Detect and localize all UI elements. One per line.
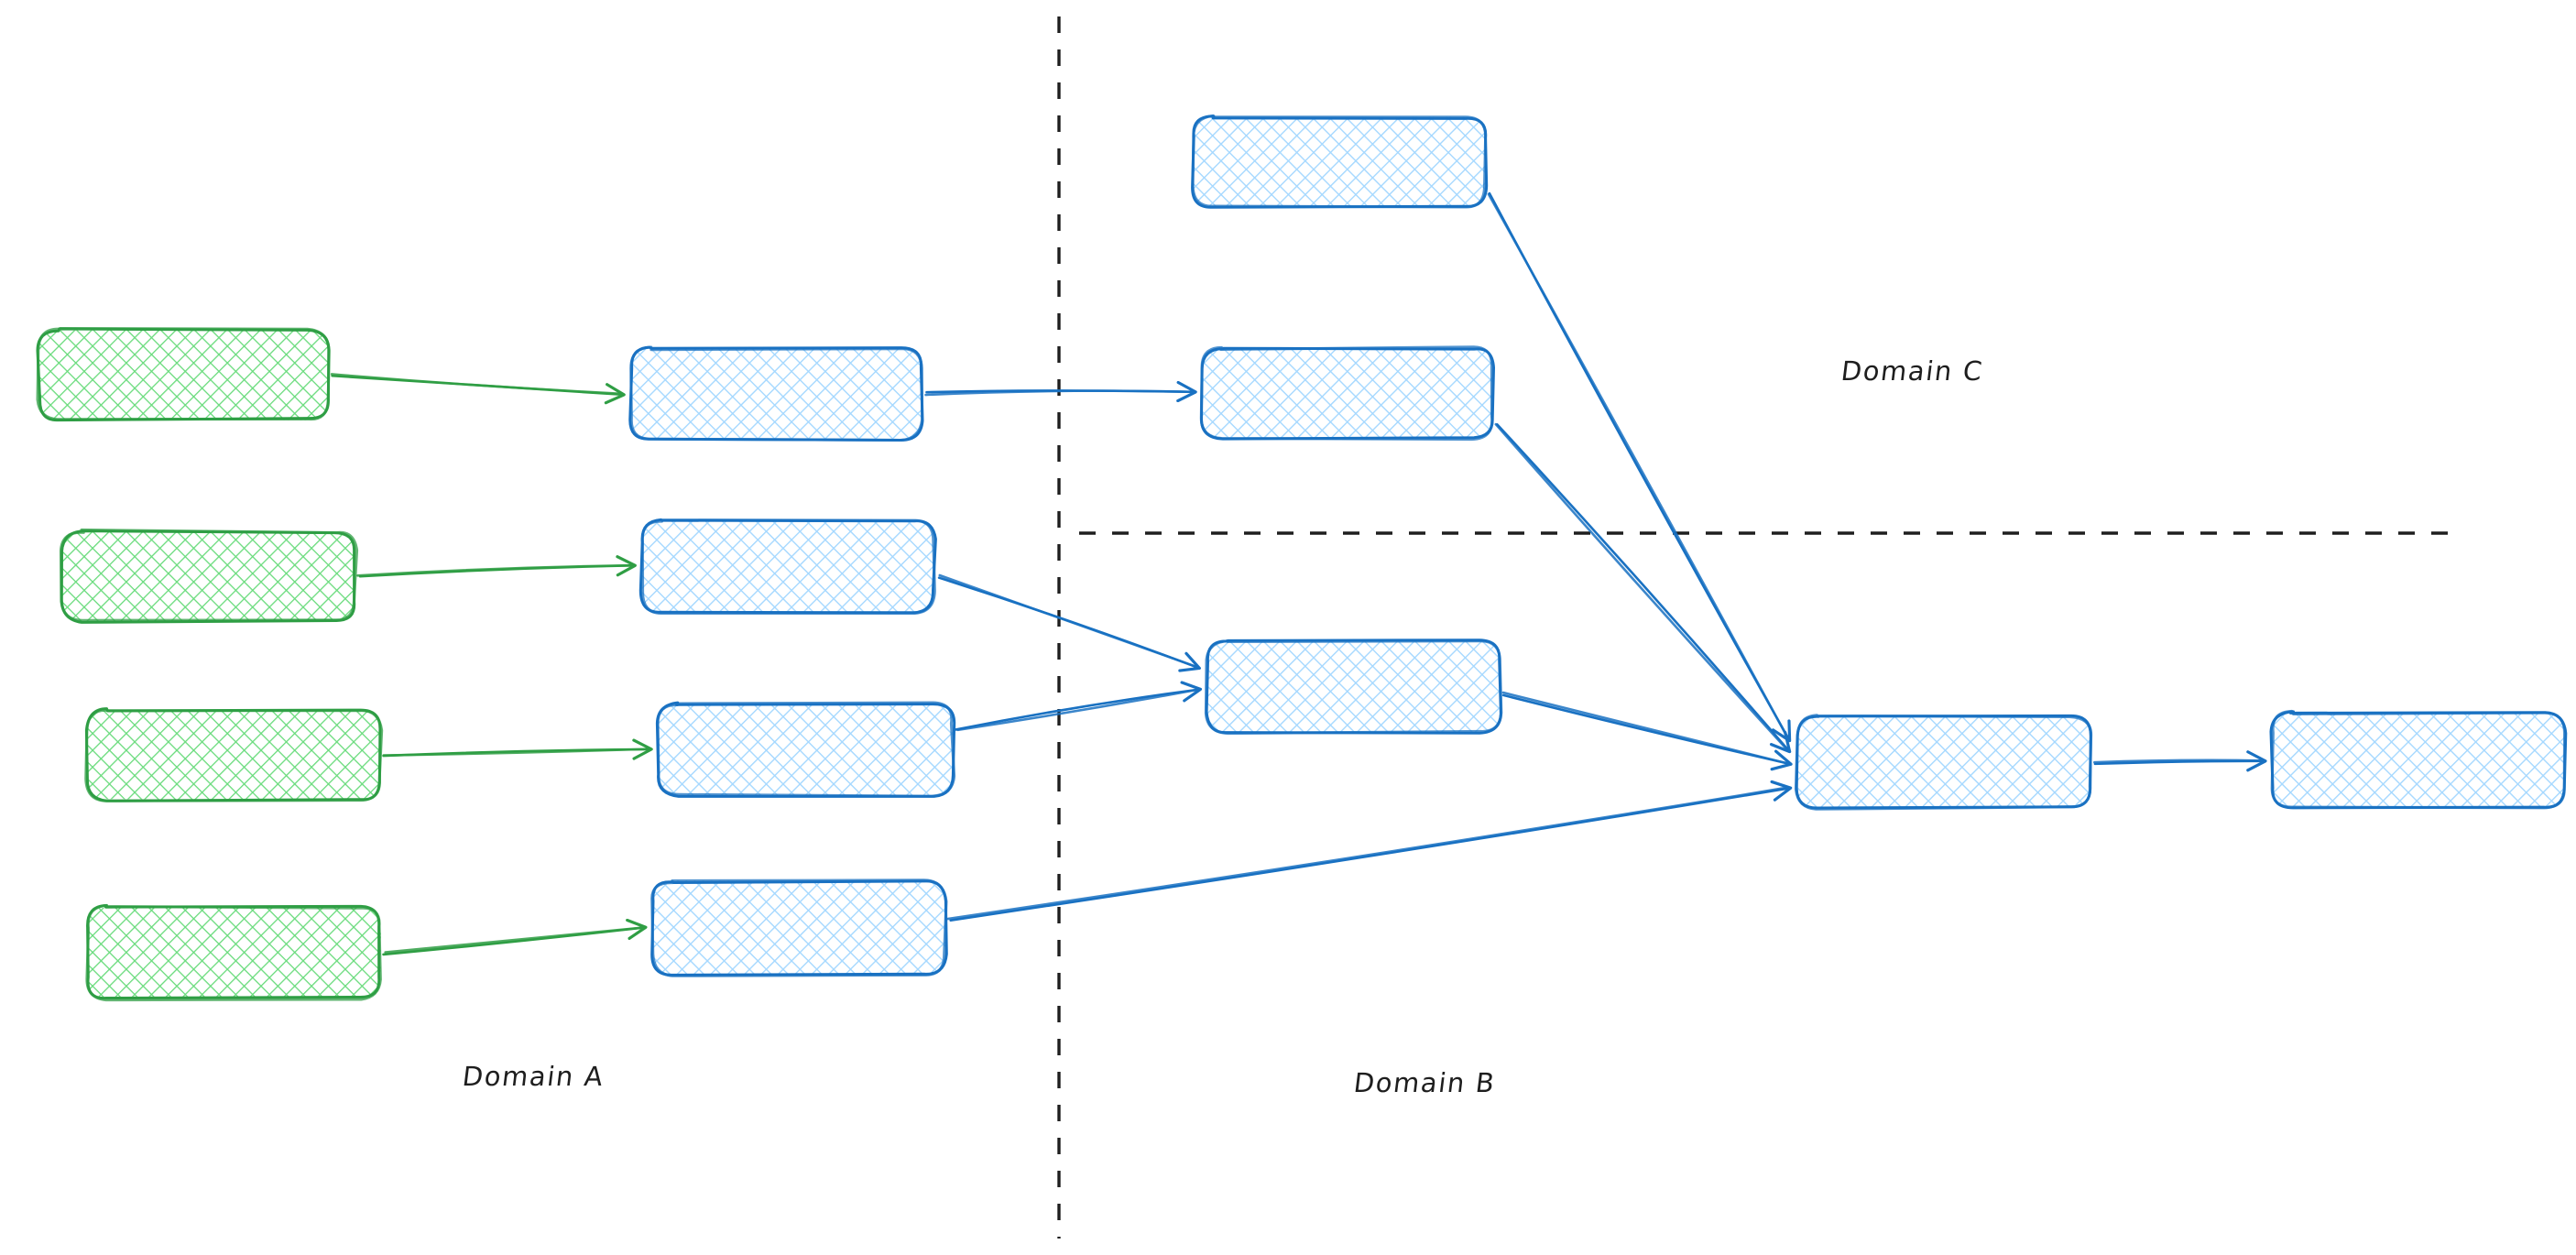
edge-d1-to-e1[interactable]: [2092, 750, 2267, 772]
node-a4[interactable]: [85, 903, 382, 1002]
domain-b-label: Domain B: [1351, 1067, 1498, 1098]
edge-a1-to-b1[interactable]: [330, 373, 626, 405]
edge-b1-to-c2[interactable]: [924, 380, 1197, 403]
domain-c-label: Domain C: [1839, 355, 1985, 387]
edge-a2-to-b2[interactable]: [356, 555, 637, 578]
node-b4[interactable]: [650, 878, 948, 977]
domain-a-label: Domain A: [460, 1061, 606, 1092]
edge-b4-to-d1[interactable]: [946, 780, 1793, 922]
node-a3[interactable]: [84, 707, 384, 802]
node-b2[interactable]: [639, 518, 937, 615]
node-layer: [36, 114, 2568, 1002]
edge-a4-to-b4[interactable]: [382, 918, 648, 956]
edge-c1-to-d1[interactable]: [1487, 191, 1792, 743]
edge-layer: [330, 191, 2267, 956]
node-b3[interactable]: [655, 701, 956, 798]
node-a1[interactable]: [36, 327, 331, 422]
node-b1[interactable]: [628, 345, 924, 442]
edge-c2-to-d1[interactable]: [1494, 422, 1792, 754]
edge-b3-to-c3[interactable]: [955, 681, 1203, 732]
node-c3[interactable]: [1204, 638, 1503, 736]
node-d1[interactable]: [1794, 714, 2093, 811]
node-e1[interactable]: [2269, 709, 2568, 810]
edge-c3-to-d1[interactable]: [1501, 691, 1793, 771]
edge-a3-to-b3[interactable]: [382, 738, 653, 760]
node-c1[interactable]: [1191, 114, 1489, 209]
edge-b2-to-c3[interactable]: [937, 573, 1201, 672]
node-c2[interactable]: [1199, 345, 1495, 442]
divider-layer: [1057, 16, 2457, 1239]
node-a2[interactable]: [59, 528, 359, 624]
